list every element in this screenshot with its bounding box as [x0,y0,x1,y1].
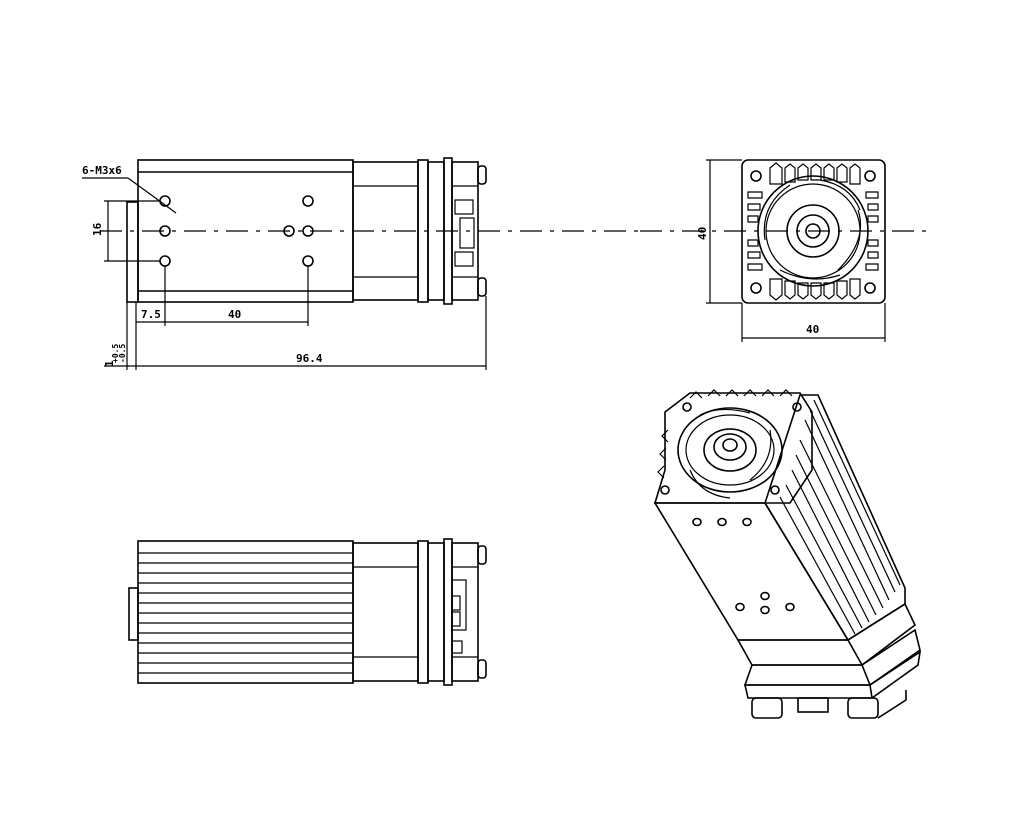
dim-40-front-h-label: 40 [806,323,819,336]
mount-hole [159,255,171,267]
dim-96-4-label: 96.4 [296,352,323,365]
isometric-view [653,389,922,719]
dim-7-5-label: 7.5 [141,308,161,321]
mount-hole [302,195,314,207]
tolerance-plus: +0.5 [111,344,120,363]
mount-hole [302,255,314,267]
dim-40-front-v-label: 40 [696,227,709,240]
tolerance-base: 1 [103,360,116,367]
tolerance-minus: -0.5 [118,344,127,363]
side-view-top: 6-M3x6 16 7.5 40 96.4 1 +0.5 -0.5 [82,157,640,370]
dim-40-side-label: 40 [228,308,241,321]
hole-spec-label: 6-M3x6 [82,164,122,177]
dim-16-label: 16 [91,222,104,236]
side-view-bottom [128,538,487,686]
front-view: 40 40 [640,159,930,342]
